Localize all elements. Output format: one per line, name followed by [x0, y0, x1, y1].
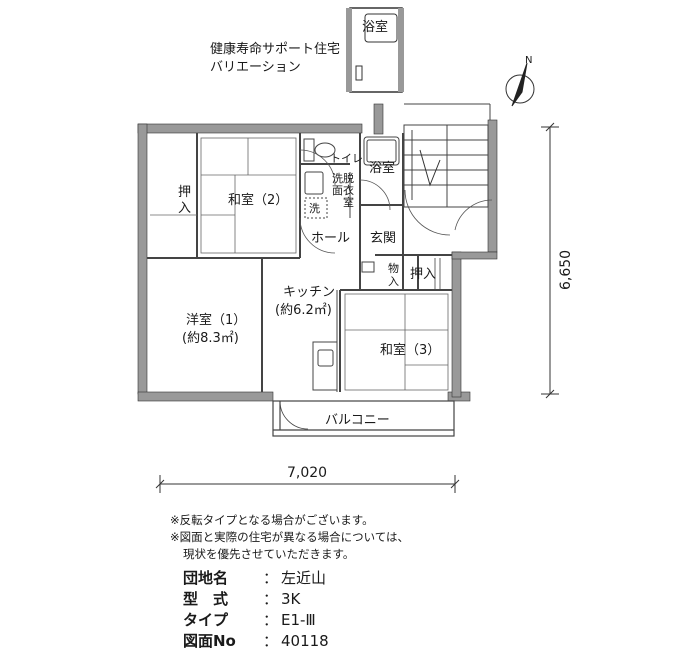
room-balcony-label: バルコニー [325, 413, 390, 428]
bath-fixture [363, 136, 400, 166]
info-row-kata: 型 式 ： 3K [183, 589, 329, 610]
kata-label: 型 式 [183, 590, 229, 608]
height-dimension-label: 6,650 [558, 250, 574, 290]
danchi-sep: ： [263, 569, 279, 587]
info-row-zumen: 図面No ： 40118 [183, 631, 329, 652]
senmen-fixture [304, 171, 351, 219]
danchi-value: 左近山 [281, 569, 327, 587]
unit-info: 団地名 ： 左近山 型 式 ： 3K タイプ ： E1-Ⅲ 図面No ： 401… [183, 568, 329, 652]
tatami-washitsu2 [200, 137, 297, 254]
svg-text:室: 室 [343, 195, 354, 209]
width-dimension-line [155, 475, 460, 493]
staircase [403, 103, 491, 208]
variation-title-line2: バリエーション [210, 60, 301, 75]
zumen-label: 図面No [183, 632, 236, 650]
room-kitchen-label: キッチン [283, 285, 335, 300]
type-label: タイプ [183, 611, 229, 629]
room-mono-label-1: 物 [388, 261, 399, 275]
width-dimension-label: 7,020 [287, 465, 327, 481]
room-hall-label: ホール [311, 231, 350, 246]
kitchen-fixture [312, 261, 375, 392]
room-bath-label: 浴室 [369, 160, 395, 176]
balcony-outline [272, 400, 455, 437]
interior-walls [147, 133, 452, 392]
note-3: 現状を優先させていただきます。 [183, 547, 355, 561]
room-mono-label-2: 入 [388, 275, 399, 288]
tatami-washitsu3 [344, 293, 449, 391]
type-sep: ： [263, 611, 279, 629]
height-dimension-line [541, 122, 559, 399]
room-yoshitsu1-label: 洋室（1） [186, 312, 246, 328]
room-yoshitsu1-area: (約8.3㎡) [182, 331, 239, 346]
note-2: ※図面と実際の住宅が異なる場合については、 [170, 530, 410, 544]
room-washitsu3-label: 和室（3） [380, 342, 440, 358]
info-row-type: タイプ ： E1-Ⅲ [183, 610, 329, 631]
room-kitchen-area: (約6.2㎡) [275, 303, 332, 318]
room-genkan-label: 玄関 [370, 231, 396, 246]
door-swings [299, 149, 493, 254]
info-row-danchi: 団地名 ： 左近山 [183, 568, 329, 589]
variation-bath-box [346, 7, 404, 93]
compass-label: N [525, 55, 532, 66]
svg-text:洗: 洗 [332, 172, 343, 185]
zumen-value: 40118 [281, 632, 329, 650]
north-compass [505, 62, 535, 107]
svg-text:面: 面 [332, 184, 343, 197]
kata-sep: ： [263, 590, 279, 608]
room-oshiire-left-2: 入 [178, 201, 191, 216]
room-sentaku-label: 洗 [309, 202, 320, 215]
room-toilet-label: トイレ [330, 152, 363, 165]
note-1: ※反転タイプとなる場合がございます。 [170, 513, 374, 527]
room-oshiire-right-label: 押入 [410, 267, 436, 282]
room-oshiire-left-1: 押 [178, 185, 191, 200]
svg-text:脱: 脱 [343, 171, 354, 185]
notes: ※反転タイプとなる場合がございます。 ※図面と実際の住宅が異なる場合については、… [170, 512, 409, 563]
closet-right-fixture [434, 258, 441, 290]
zumen-sep: ： [263, 632, 279, 650]
type-value: E1-Ⅲ [281, 611, 316, 629]
room-washitsu2-label: 和室（2） [228, 192, 288, 208]
room-senmen-label: 洗 面 脱 衣 室 [332, 171, 354, 209]
danchi-label: 団地名 [183, 569, 229, 587]
variation-bath-label: 浴室 [362, 19, 388, 35]
kata-value: 3K [281, 590, 301, 608]
variation-title: 健康寿命サポート住宅 バリエーション [210, 41, 340, 77]
svg-text:衣: 衣 [343, 183, 354, 197]
variation-title-line1: 健康寿命サポート住宅 [210, 42, 341, 57]
